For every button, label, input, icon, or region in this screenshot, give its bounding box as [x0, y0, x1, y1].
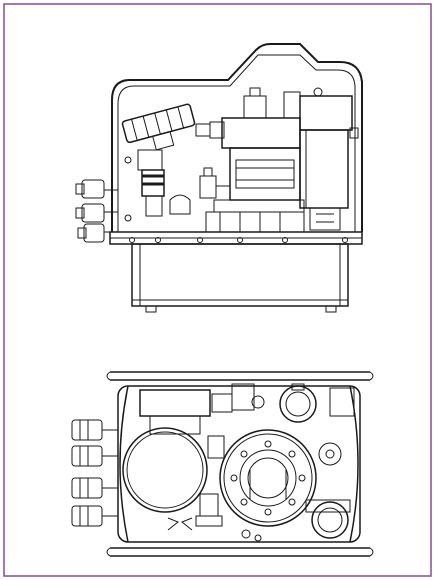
side-fittings: [124, 156, 230, 222]
side-elevation-view: [75, 43, 363, 313]
valve-block-plan: [139, 383, 355, 435]
pressure-gauge-side: [121, 103, 196, 151]
cage-rail-bottom: [110, 547, 370, 557]
sheet-border: [3, 3, 432, 577]
foot-right: [325, 305, 337, 313]
plan-base-outline: [117, 385, 361, 543]
foot-left: [145, 305, 157, 313]
cage-rail-top: [110, 371, 370, 381]
control-box: [283, 87, 359, 231]
motor-assembly: [195, 87, 305, 233]
drain-knob-plan: [305, 499, 351, 539]
base-bolts: [129, 237, 348, 243]
motor-flange-plan: [219, 429, 317, 527]
roll-cage-inner: [117, 54, 356, 232]
hydraulic-couplers-plan: [71, 419, 118, 527]
reservoir-tank: [131, 243, 349, 307]
reservoir-cap: [122, 427, 208, 513]
valve-stack: [137, 149, 191, 217]
top-plan-view: [71, 371, 374, 557]
indicator-plan: [318, 442, 342, 466]
bottom-fittings-plan: [167, 435, 262, 542]
gauge-plan: [279, 383, 317, 423]
hydraulic-couplers-side: [75, 179, 118, 243]
roll-cage-frame: [111, 43, 363, 232]
